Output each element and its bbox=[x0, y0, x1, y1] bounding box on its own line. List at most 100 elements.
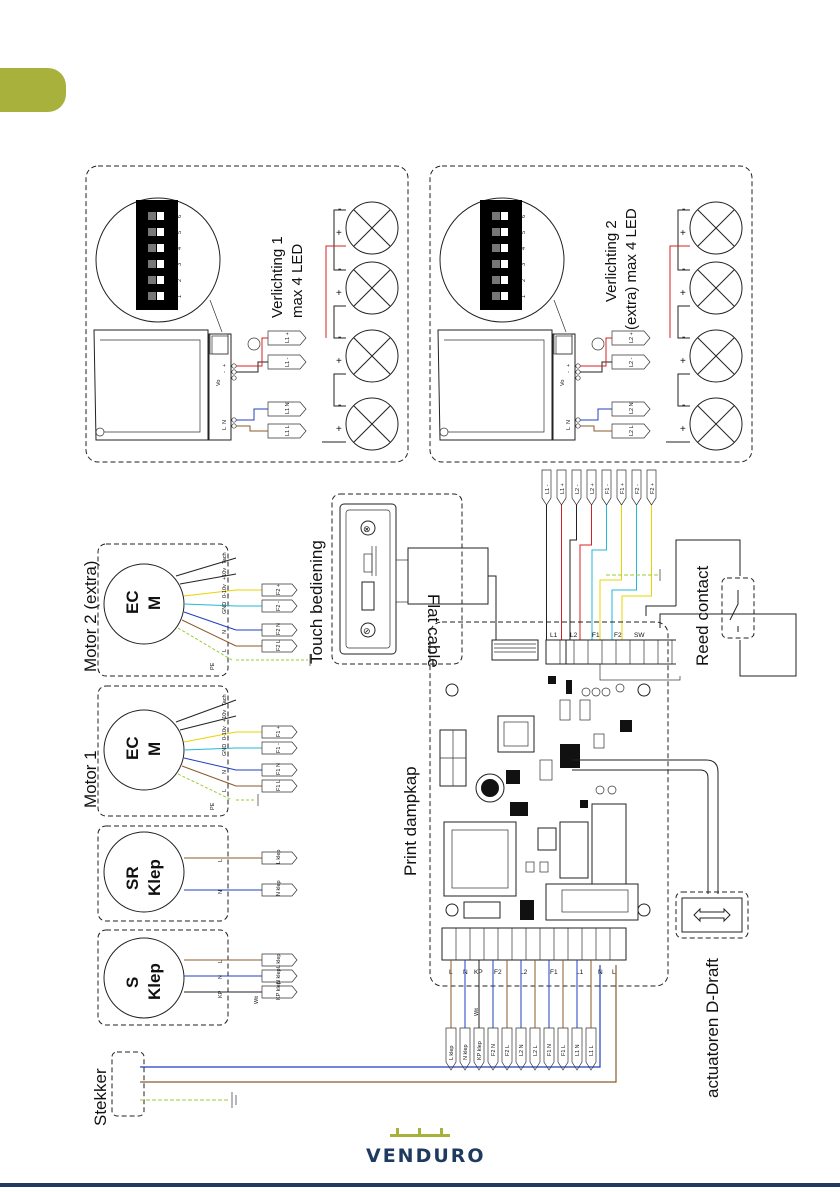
print-term-f2: F2 bbox=[614, 632, 622, 639]
bottom-flag-terminals: L klep N klep KP klep F2 N F2 L L2 N L2 … bbox=[445, 960, 597, 1071]
driver1-flags: L1 L L1 N L1 - L1 + bbox=[236, 330, 307, 439]
svg-text:+: + bbox=[680, 424, 686, 435]
top-flag-l1minus: L1 - bbox=[545, 484, 551, 494]
motor1-ec: EC bbox=[123, 736, 142, 760]
motor2-title: Motor 2 (extra) bbox=[81, 561, 100, 672]
motor1-wire-10v: +10v bbox=[222, 710, 228, 722]
svg-text:+: + bbox=[336, 424, 342, 435]
s-klep-wire-n: N bbox=[218, 975, 224, 979]
motor1-m: M bbox=[145, 742, 164, 756]
motor2-m: M bbox=[145, 596, 164, 610]
dip-switch-1: 1 2 3 4 5 6 bbox=[95, 197, 229, 355]
bflag-nklep: N klep bbox=[463, 1044, 469, 1060]
driver2-flag-l2l: L2 L bbox=[629, 425, 635, 436]
bflag-kpklep: KP klep bbox=[477, 1041, 483, 1060]
reed-contact-group: Reed contact bbox=[645, 539, 797, 677]
verlichting1-group: Vo - + L N 1 2 3 4 5 bbox=[93, 197, 399, 451]
svg-text:-: - bbox=[682, 204, 685, 215]
sr-klep-term-n: N klep bbox=[276, 880, 282, 896]
led-driver-1: Vo - + L N bbox=[93, 329, 261, 441]
motor1-term-f1n: F1 N bbox=[276, 763, 282, 775]
svg-text:+: + bbox=[680, 356, 686, 367]
bottom-term-l2: L2 bbox=[520, 969, 528, 976]
motor1-term-f1l: F1 L bbox=[276, 780, 282, 791]
top-flag-f2plus: F2 + bbox=[650, 483, 656, 494]
flat-cable-label: Flat cable bbox=[424, 594, 443, 668]
svg-text:-: - bbox=[338, 264, 341, 275]
dip2-num-3: 3 bbox=[521, 263, 527, 266]
motor2-term-f2plus: F2 + bbox=[276, 584, 282, 595]
svg-text:⊗: ⊗ bbox=[363, 524, 371, 534]
driver1-flag-l1minus: L1 - bbox=[285, 357, 291, 367]
bottom-term-n2: N bbox=[598, 969, 603, 976]
svg-text:+: + bbox=[680, 288, 686, 299]
dip2-num-2: 2 bbox=[521, 279, 527, 282]
reed-contact-title: Reed contact bbox=[693, 566, 712, 666]
dip2-num-1: 1 bbox=[521, 295, 527, 298]
driver2-pin-plus: + bbox=[566, 364, 572, 367]
print-term-f1: F1 bbox=[592, 632, 600, 639]
dip1-num-1: 1 bbox=[177, 295, 183, 298]
dip1-num-6: 6 bbox=[177, 215, 183, 218]
motor1-group: Motor 1 EC M PE L N GND 0-10v +10v Tach … bbox=[81, 685, 298, 817]
dip2-num-6: 6 bbox=[521, 215, 527, 218]
top-flag-l2plus: L2 + bbox=[590, 483, 596, 494]
motor2-term-f2n: F2 N bbox=[276, 623, 282, 635]
sr-klep-label-b: Klep bbox=[145, 859, 164, 896]
bflag-l1n: L1 N bbox=[575, 1044, 581, 1056]
motor1-wire-l: L bbox=[222, 789, 228, 792]
driver2-pin-l: L bbox=[566, 427, 572, 430]
bottom-term-l1: L1 bbox=[576, 969, 584, 976]
actuator-group: actuatoren D-Draft bbox=[675, 891, 749, 1098]
sr-klep-wire-n: N bbox=[218, 890, 224, 894]
svg-text:-: - bbox=[338, 204, 341, 215]
driver1-pin-l: L bbox=[222, 427, 228, 430]
bflag-l2l: L2 L bbox=[533, 1045, 539, 1056]
svg-text:+: + bbox=[680, 228, 686, 239]
verlichting2-title: Verlichting 2 bbox=[603, 220, 620, 302]
svg-text:-: - bbox=[338, 332, 341, 343]
bottom-rule bbox=[0, 1183, 840, 1187]
svg-text:+: + bbox=[336, 356, 342, 367]
dip1-num-5: 5 bbox=[177, 231, 183, 234]
verlichting2-subtitle: (extra) max 4 LED bbox=[623, 208, 640, 330]
bflag-l2n: L2 N bbox=[519, 1044, 525, 1056]
actuatoren-title: actuatoren D-Draft bbox=[703, 958, 722, 1098]
svg-text:+: + bbox=[336, 288, 342, 299]
driver1-pin-vo: Vo bbox=[216, 380, 222, 386]
print-dampkap-group: Print dampkap L1 L2 F1 F2 SW bbox=[401, 621, 719, 987]
bflag-f2l: F2 L bbox=[505, 1045, 511, 1056]
sr-klep-wire-l: L bbox=[218, 859, 224, 862]
bottom-term-l3: L bbox=[612, 969, 616, 976]
bflag-f1l: F1 L bbox=[561, 1045, 567, 1056]
driver2-pin-minus: - bbox=[566, 371, 572, 373]
motor2-wire-010v: 0-10v bbox=[222, 584, 228, 598]
sr-klep-label-a: SR bbox=[123, 866, 142, 890]
motor1-term-f1plus: F1 + bbox=[276, 726, 282, 737]
led-driver-2: Vo - + L N bbox=[437, 329, 605, 441]
motor2-ec: EC bbox=[123, 590, 142, 614]
venduro-wordmark: VENDURO bbox=[366, 1145, 486, 1167]
driver1-flag-l1n: L1 N bbox=[285, 402, 291, 414]
driver1-pin-minus: - bbox=[222, 371, 228, 373]
driver1-flag-l1l: L1 L bbox=[285, 425, 291, 436]
page-tab bbox=[0, 68, 66, 112]
top-flag-l2minus: L2 - bbox=[575, 484, 581, 494]
touch-bediening-group: Touch bediening ⊗ ⊘ Flat cable bbox=[307, 493, 497, 668]
dip1-num-3: 3 bbox=[177, 263, 183, 266]
motor1-wire-tach: Tach bbox=[222, 694, 228, 706]
motor2-wire-n: N bbox=[222, 630, 228, 634]
dip1-num-2: 2 bbox=[177, 279, 183, 282]
top-flag-l1plus: L1 + bbox=[560, 483, 566, 494]
top-flag-f2minus: F2 - bbox=[635, 484, 641, 494]
motor1-title: Motor 1 bbox=[81, 750, 100, 808]
top-flag-f1minus: F1 - bbox=[605, 484, 611, 494]
driver2-flags: L2 L L2 N L2 - L2 + bbox=[580, 330, 651, 439]
driver1-flag-l1plus: L1 + bbox=[285, 332, 291, 343]
print-term-l1: L1 bbox=[550, 632, 558, 639]
svg-text:-: - bbox=[682, 332, 685, 343]
motor2-term-f2l: F2 L bbox=[276, 640, 282, 651]
verlichting2-box bbox=[429, 165, 753, 463]
print-term-sw: SW bbox=[634, 632, 645, 639]
